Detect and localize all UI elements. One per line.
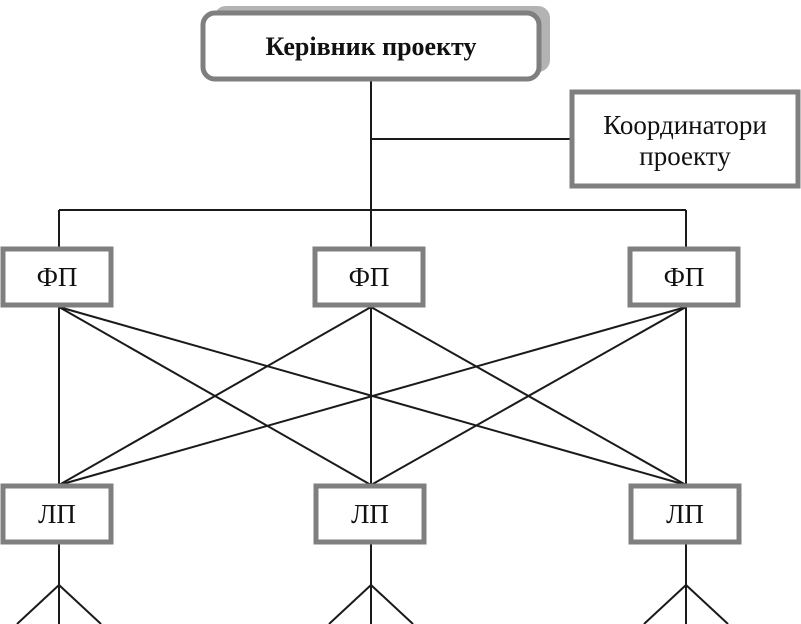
head-label: Керівник проекту [266,32,477,61]
branch-lm1-left [16,584,60,624]
coordinators-label-line2: проекту [639,141,731,171]
fm-label-3: ФП [664,262,705,292]
line-manager-box: ЛП [0,483,114,545]
fm-label-2: ФП [349,262,390,292]
connector-fm3-lm1 [58,306,687,486]
head-box-frame [200,10,542,82]
connector-fm3-lm2 [370,306,687,486]
branch-lm1-right [58,584,102,624]
lm-label-3: ЛП [666,499,704,529]
functional-manager-box: ФП [0,246,114,308]
connectors [16,80,729,624]
branch-lm2-right [370,584,414,624]
lm-box-frame-3 [628,483,742,545]
branch-lm3-right [685,584,729,624]
branch-lm2-left [328,584,372,624]
branch-lm3-left [643,584,687,624]
lm-label-1: ЛП [38,499,76,529]
head-box: Керівник проекту [200,6,550,82]
fm-label-1: ФП [37,262,78,292]
line-manager-box: ЛП [628,483,742,545]
functional-manager-box: ФП [312,246,426,308]
coordinators-label-line1: Координатори [603,110,767,140]
lm-box-frame-2 [313,483,427,545]
coordinators-box-frame [569,89,801,189]
coordinators-box: Координатори проекту [569,89,801,189]
lm-label-2: ЛП [351,499,389,529]
connector-fm2-lm1 [58,306,372,486]
lm-box-frame-1 [0,483,114,545]
functional-manager-box: ФП [627,246,741,308]
fm-box-frame-3 [627,246,741,308]
fm-box-frame-1 [0,246,114,308]
line-manager-box: ЛП [313,483,427,545]
fm-box-frame-2 [312,246,426,308]
